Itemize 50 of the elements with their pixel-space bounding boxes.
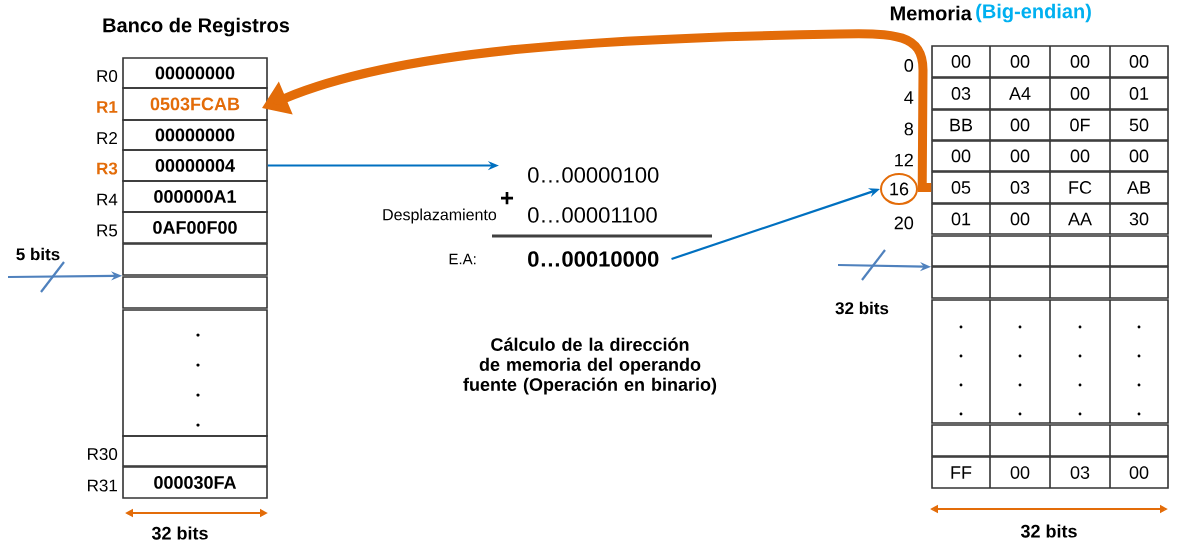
register-name: R1 bbox=[97, 101, 118, 113]
memory-row bbox=[931, 424, 1169, 457]
plus-sign: + bbox=[501, 191, 514, 205]
result-value: 0…00010000 bbox=[528, 251, 659, 267]
register-cell bbox=[122, 276, 268, 309]
memory-row bbox=[931, 266, 1169, 299]
memory-address: 8 bbox=[904, 122, 914, 136]
register-name: R4 bbox=[97, 193, 118, 206]
dimension-label: 32 bits bbox=[1020, 524, 1077, 538]
memory-row: 00 00 00 00 bbox=[931, 140, 1169, 172]
register-name: R0 bbox=[97, 70, 118, 83]
register-name: R30 bbox=[88, 448, 118, 461]
register-name: R5 bbox=[97, 224, 118, 237]
memory-row: 05 03 FC AB bbox=[931, 171, 1169, 204]
operand-value: 0…00001100 bbox=[528, 207, 657, 223]
circled-address: 16 bbox=[880, 173, 918, 205]
memory-row bbox=[931, 299, 1169, 424]
operand-value: 0…00000100 bbox=[528, 167, 659, 183]
register-cell: 0AF00F00 bbox=[122, 211, 268, 244]
register-cell: 000030FA bbox=[122, 466, 268, 499]
heading: Memoria bbox=[890, 5, 972, 21]
memory-row: 03 A4 00 01 bbox=[931, 77, 1169, 110]
heading: (Big-endian) bbox=[976, 3, 1091, 23]
heading: Banco de Registros bbox=[103, 17, 290, 37]
caption-text: Cálculo de la dirección de memoria del operando fuente (Operación en binario) bbox=[463, 337, 717, 395]
register-name: R31 bbox=[88, 479, 117, 492]
register-cell: 00000000 bbox=[122, 119, 268, 151]
bus-width: 5 bits bbox=[16, 247, 60, 261]
register-cell: 00000000 bbox=[122, 57, 268, 89]
register-cell bbox=[122, 435, 268, 467]
memory-row: FF 00 03 00 bbox=[931, 456, 1169, 489]
register-cell bbox=[122, 309, 268, 437]
memory-row bbox=[931, 235, 1169, 267]
register-name: R2 bbox=[97, 132, 117, 144]
memory-address: 20 bbox=[894, 216, 914, 230]
register-cell: 00000004 bbox=[122, 149, 268, 182]
register-cell: 000000A1 bbox=[122, 180, 268, 213]
bus-width: 32 bits bbox=[835, 301, 889, 315]
memory-address: 4 bbox=[904, 91, 914, 104]
memory-row: BB 00 0F 50 bbox=[931, 109, 1169, 141]
result-label: E.A: bbox=[449, 253, 476, 265]
register-name: R3 bbox=[97, 162, 118, 175]
dimension-label: 32 bits bbox=[151, 526, 208, 540]
memory-row: 01 00 AA 30 bbox=[931, 203, 1169, 235]
register-cell bbox=[122, 243, 268, 276]
memory-row: 00 00 00 00 bbox=[931, 45, 1169, 78]
register-cell: 0503FCAB bbox=[122, 87, 268, 121]
memory-address: 0 bbox=[904, 59, 914, 72]
memory-address: 12 bbox=[895, 153, 913, 167]
operand-label: Desplazamiento bbox=[383, 208, 497, 224]
